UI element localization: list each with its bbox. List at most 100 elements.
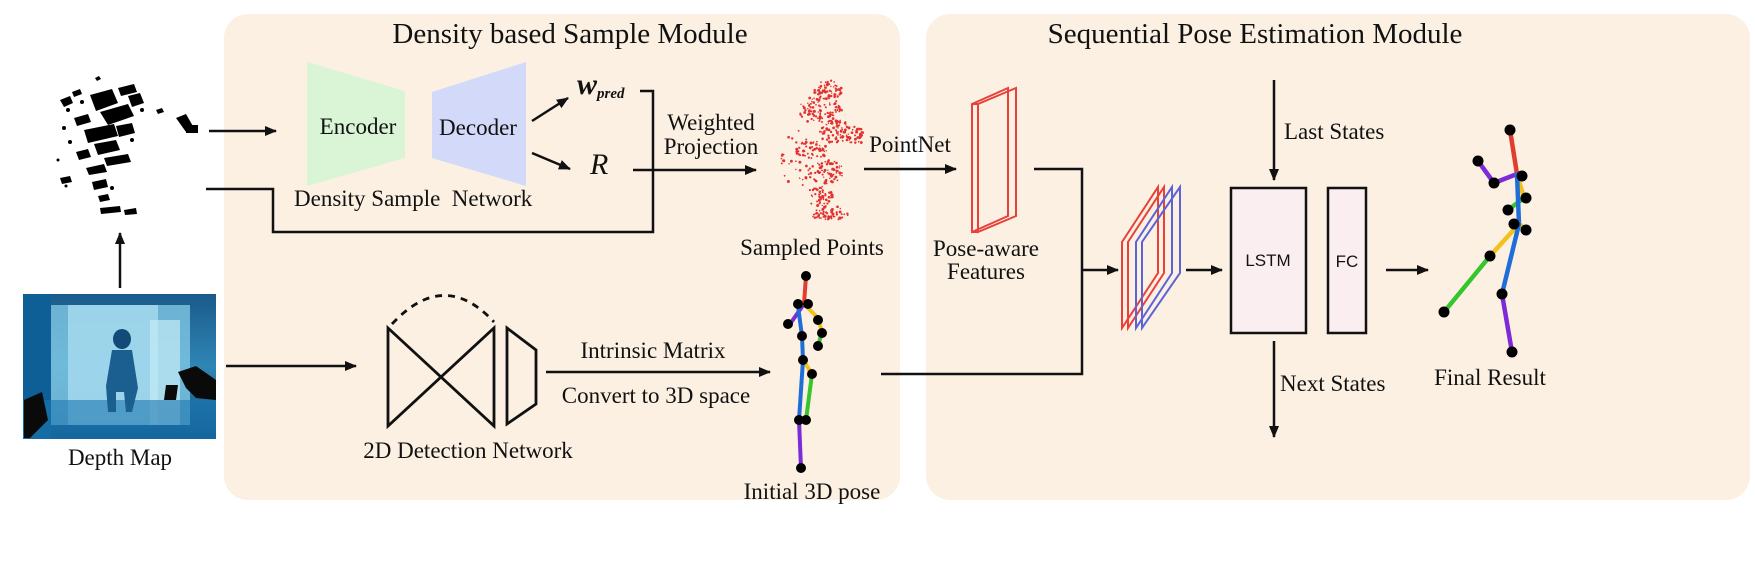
sampled-point [809,176,812,179]
sampled-point [831,162,834,166]
sampled-point [860,133,864,137]
sampled-point [815,147,818,150]
sampled-point [795,148,797,151]
line-features-to-merge [881,167,1084,376]
sampled-point [843,121,847,125]
sampled-point [827,115,830,119]
sampled-point [821,149,824,152]
sampled-point [823,202,826,205]
decoder-label: Decoder [439,115,517,140]
sampled-point [821,132,825,135]
sampled-point [783,174,786,177]
sampled-point [816,200,819,203]
sampled-point [828,172,831,176]
sampled-point [839,91,843,95]
sampled-point [798,146,801,149]
sampled-point [797,129,800,132]
sampled-point [814,115,818,118]
sampled-point [832,193,834,195]
sampled-point [807,173,810,176]
sampled-point [795,168,797,171]
sampled-point [827,218,830,221]
sampled-point [835,123,838,126]
sampled-point [845,125,849,128]
sampled-point [809,171,813,175]
sampled-point [860,131,864,134]
arrow-decoder-to-wpred [531,96,569,123]
sampled-point [812,213,816,216]
sampled-point [803,150,806,153]
sampled-point [829,174,833,178]
sampled-point [835,172,838,174]
sampled-point [801,153,805,157]
decoder-shape [432,62,526,186]
sampled-point [835,136,838,138]
sampled-point [798,177,801,179]
sampled-point [818,130,821,133]
sampled-point [835,100,838,103]
sampled-point [801,184,804,186]
sampled-point [821,169,823,172]
sampled-point [839,174,841,176]
sampled-point [803,111,807,114]
sampled-point [840,109,843,112]
sampled-point [821,189,824,192]
sampled-point [814,179,817,182]
sampled-point [837,131,839,133]
fc-label: FC [1335,252,1359,271]
sampled-point [812,101,816,104]
sampled-point [821,204,823,207]
w-pred-main: w [577,68,598,101]
sampled-point [821,137,824,141]
sampled-point [780,162,783,165]
sampled-point [800,115,804,118]
sampled-point [840,165,843,168]
sampled-point [853,134,857,137]
sampled-point [809,106,812,109]
sampled-point [813,97,815,100]
lstm-box [1229,186,1308,335]
sampled-point [809,141,813,145]
sampled-point [860,141,863,144]
sampled-point [851,128,854,131]
sampled-point [806,120,809,123]
sampled-point [828,102,831,104]
sampled-point [786,180,790,183]
sampled-point [816,215,819,218]
sampled-point [805,177,808,180]
sampled-point [819,105,822,108]
sampled-point [795,152,798,155]
sampled-point [815,216,818,219]
sampled-point [834,137,838,141]
sampled-point [838,110,841,113]
sampled-point [810,157,813,160]
sampled-point [821,173,824,176]
sampled-point [835,105,837,108]
sampled-point [822,154,826,158]
sampled-point [829,103,831,106]
sampled-point [823,89,826,92]
sampled-point [831,111,834,114]
sampled-point [858,136,861,140]
sampled-point [835,129,838,132]
detection-network-label: 2D Detection Network [363,438,573,463]
sampled-point [798,168,802,172]
sampled-point [837,170,839,172]
sampled-point [838,165,841,167]
sampled-point [853,125,856,129]
sampled-point [820,131,823,133]
sequential-module-title: Sequential Pose Estimation Module [1047,18,1463,50]
sampled-point [818,98,821,101]
sampled-points-label: Sampled Points [740,235,884,260]
sampled-point [825,150,827,152]
sampled-point [828,177,831,179]
final-result-joints [1438,124,1532,358]
sampled-point [815,212,818,214]
sampled-point [818,86,820,89]
sampled-point [823,181,826,185]
sampled-point [854,138,857,141]
sampled-point [825,82,829,86]
sampled-point [832,114,835,117]
sampled-point [818,216,821,219]
